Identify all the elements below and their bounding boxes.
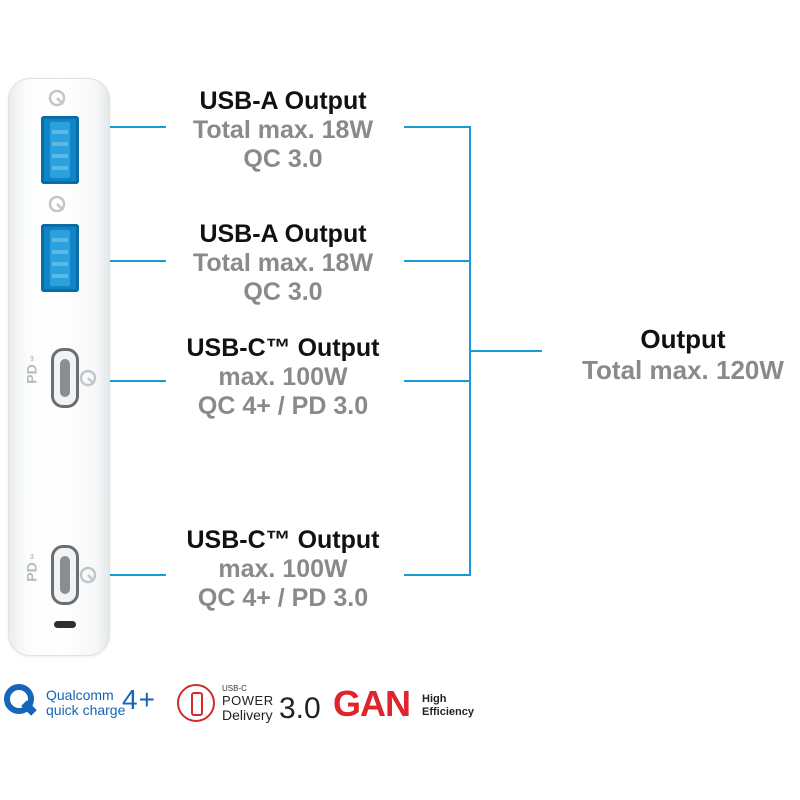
- logo-strip: Qualcomm quick charge 4+ USB-C POWER Del…: [0, 676, 800, 736]
- usb-a-port-2: [41, 224, 79, 292]
- qc-logo-line2: quick charge: [46, 702, 126, 718]
- qc-logo-version: 4+: [122, 684, 156, 715]
- port-label-4: USB-C™ Output max. 100W QC 4+ / PD 3.0: [143, 526, 423, 613]
- port-spec: Total max. 18W: [192, 116, 374, 144]
- pd-logo-delivery: Delivery: [222, 707, 273, 723]
- port-title: USB-C™ Output: [186, 526, 380, 554]
- gan-logo-text: GAN: [333, 683, 411, 724]
- port-spec: Total max. 18W: [192, 249, 374, 277]
- port-protocol: QC 4+ / PD 3.0: [197, 584, 369, 612]
- output-label: Output Total max. 120W: [568, 324, 798, 386]
- port-title: USB-C™ Output: [186, 334, 380, 362]
- port-title: USB-A Output: [199, 87, 367, 115]
- quick-charge-logo-icon: [4, 684, 34, 714]
- pd-logo-power: POWER: [222, 693, 274, 708]
- pd-logo-usbc: USB-C: [222, 684, 247, 693]
- quick-charge-mark-icon: [79, 566, 97, 584]
- gan-logo-line1: High: [422, 693, 447, 705]
- output-spec: Total max. 120W: [582, 355, 784, 385]
- port-spec: max. 100W: [218, 363, 348, 391]
- usb-c-plug-icon: [177, 684, 215, 722]
- port-protocol: QC 4+ / PD 3.0: [197, 392, 369, 420]
- status-led: [54, 621, 76, 628]
- port-label-3: USB-C™ Output max. 100W QC 4+ / PD 3.0: [143, 334, 423, 421]
- port-label-2: USB-A Output Total max. 18W QC 3.0: [143, 220, 423, 307]
- quick-charge-mark-icon: [79, 369, 97, 387]
- quick-charge-mark-icon: [48, 89, 66, 107]
- gan-logo-line2: Efficiency: [422, 706, 474, 718]
- output-title: Output: [640, 324, 726, 354]
- port-title: USB-A Output: [199, 220, 367, 248]
- port-protocol: QC 3.0: [243, 145, 323, 173]
- usb-c-port-1: [51, 348, 79, 408]
- usb-c-port-2: [51, 545, 79, 605]
- pd-logo-version: 3.0: [279, 692, 321, 725]
- port-spec: max. 100W: [218, 555, 348, 583]
- qc-logo-line1: Qualcomm: [46, 687, 114, 703]
- port-protocol: QC 3.0: [243, 278, 323, 306]
- port-label-1: USB-A Output Total max. 18W QC 3.0: [143, 87, 423, 174]
- quick-charge-mark-icon: [48, 195, 66, 213]
- usb-a-port-1: [41, 116, 79, 184]
